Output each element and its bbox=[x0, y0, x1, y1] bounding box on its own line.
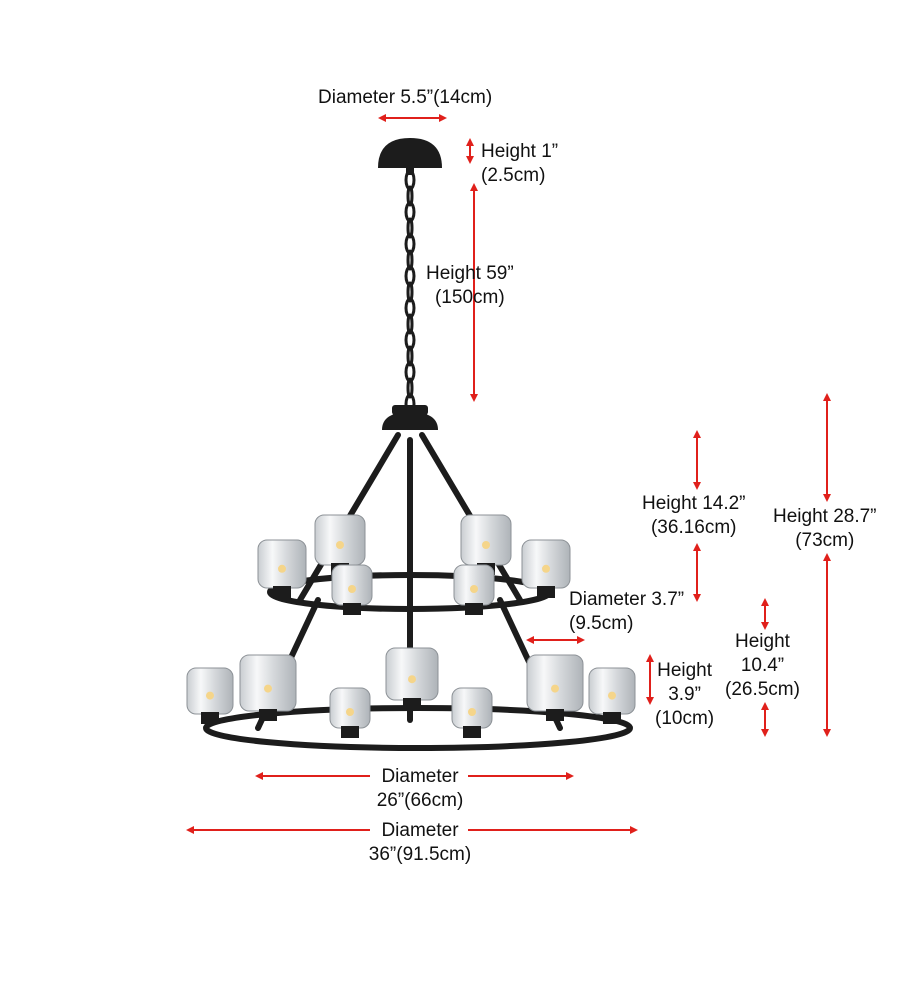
glass-shade bbox=[257, 539, 307, 598]
glass-shade bbox=[521, 539, 571, 598]
label-line: (2.5cm) bbox=[481, 165, 546, 186]
hub bbox=[382, 405, 438, 430]
chain-link bbox=[406, 345, 414, 367]
shade-diameter-label: Diameter 3.7” (9.5cm) bbox=[569, 588, 684, 636]
glass-shade bbox=[239, 654, 297, 721]
canopy-height-label: Height 1” (2.5cm) bbox=[481, 140, 558, 188]
label-line: Diameter 3.7” bbox=[569, 589, 685, 610]
chain-link bbox=[406, 249, 414, 271]
canopy-diameter-label: Diameter 5.5”(14cm) bbox=[318, 86, 492, 110]
chain-link bbox=[406, 217, 414, 239]
label-line: 3.9” bbox=[668, 684, 701, 705]
chain bbox=[404, 169, 416, 415]
chain-link bbox=[406, 313, 414, 335]
label-line: 26”(66cm) bbox=[376, 790, 464, 811]
chain-link bbox=[406, 185, 414, 207]
chain-height-label: Height 59” (150cm) bbox=[426, 262, 514, 310]
total-height-label: Height 28.7” (73cm) bbox=[773, 505, 877, 553]
glass-shade bbox=[385, 647, 439, 710]
label-line: Diameter 5.5”(14cm) bbox=[318, 87, 493, 108]
glass-shade bbox=[526, 654, 584, 721]
label-line: Height bbox=[735, 631, 790, 652]
glass-shade bbox=[186, 667, 234, 724]
label-line: (36.16cm) bbox=[650, 517, 737, 538]
dimension-arrows bbox=[186, 114, 831, 834]
glass-shade bbox=[329, 687, 371, 738]
glass-shade bbox=[453, 564, 495, 615]
lower-ring-diameter-label: Diameter 36”(91.5cm) bbox=[350, 819, 490, 867]
label-line: Height 14.2” bbox=[642, 493, 746, 514]
chain-link bbox=[406, 281, 414, 303]
upper-ring-diameter-label: Diameter 26”(66cm) bbox=[370, 765, 470, 813]
label-line: Height bbox=[657, 660, 713, 681]
glass-shade bbox=[451, 687, 493, 738]
canopy bbox=[378, 138, 442, 175]
chain-link bbox=[406, 377, 414, 399]
label-line: (73cm) bbox=[795, 530, 855, 551]
glass-shade bbox=[331, 564, 373, 615]
label-line: 10.4” bbox=[740, 655, 785, 676]
label-line: Diameter bbox=[381, 766, 459, 787]
label-line: (9.5cm) bbox=[569, 613, 634, 634]
label-line: (26.5cm) bbox=[725, 679, 800, 700]
label-line: Height 28.7” bbox=[773, 506, 877, 527]
glass-shades bbox=[186, 514, 636, 738]
glass-shade bbox=[588, 667, 636, 724]
label-line: 36”(91.5cm) bbox=[368, 844, 472, 865]
shade-height-label: Height 3.9” (10cm) bbox=[655, 659, 714, 731]
label-line: (10cm) bbox=[655, 708, 715, 729]
label-line: Height 1” bbox=[481, 141, 559, 162]
label-line: Diameter bbox=[381, 820, 459, 841]
label-line: Height 59” bbox=[426, 263, 514, 284]
lower-tier-height-label: Height 10.4” (26.5cm) bbox=[725, 630, 800, 702]
upper-tier-height-label: Height 14.2” (36.16cm) bbox=[642, 492, 746, 540]
label-line: (150cm) bbox=[434, 287, 505, 308]
